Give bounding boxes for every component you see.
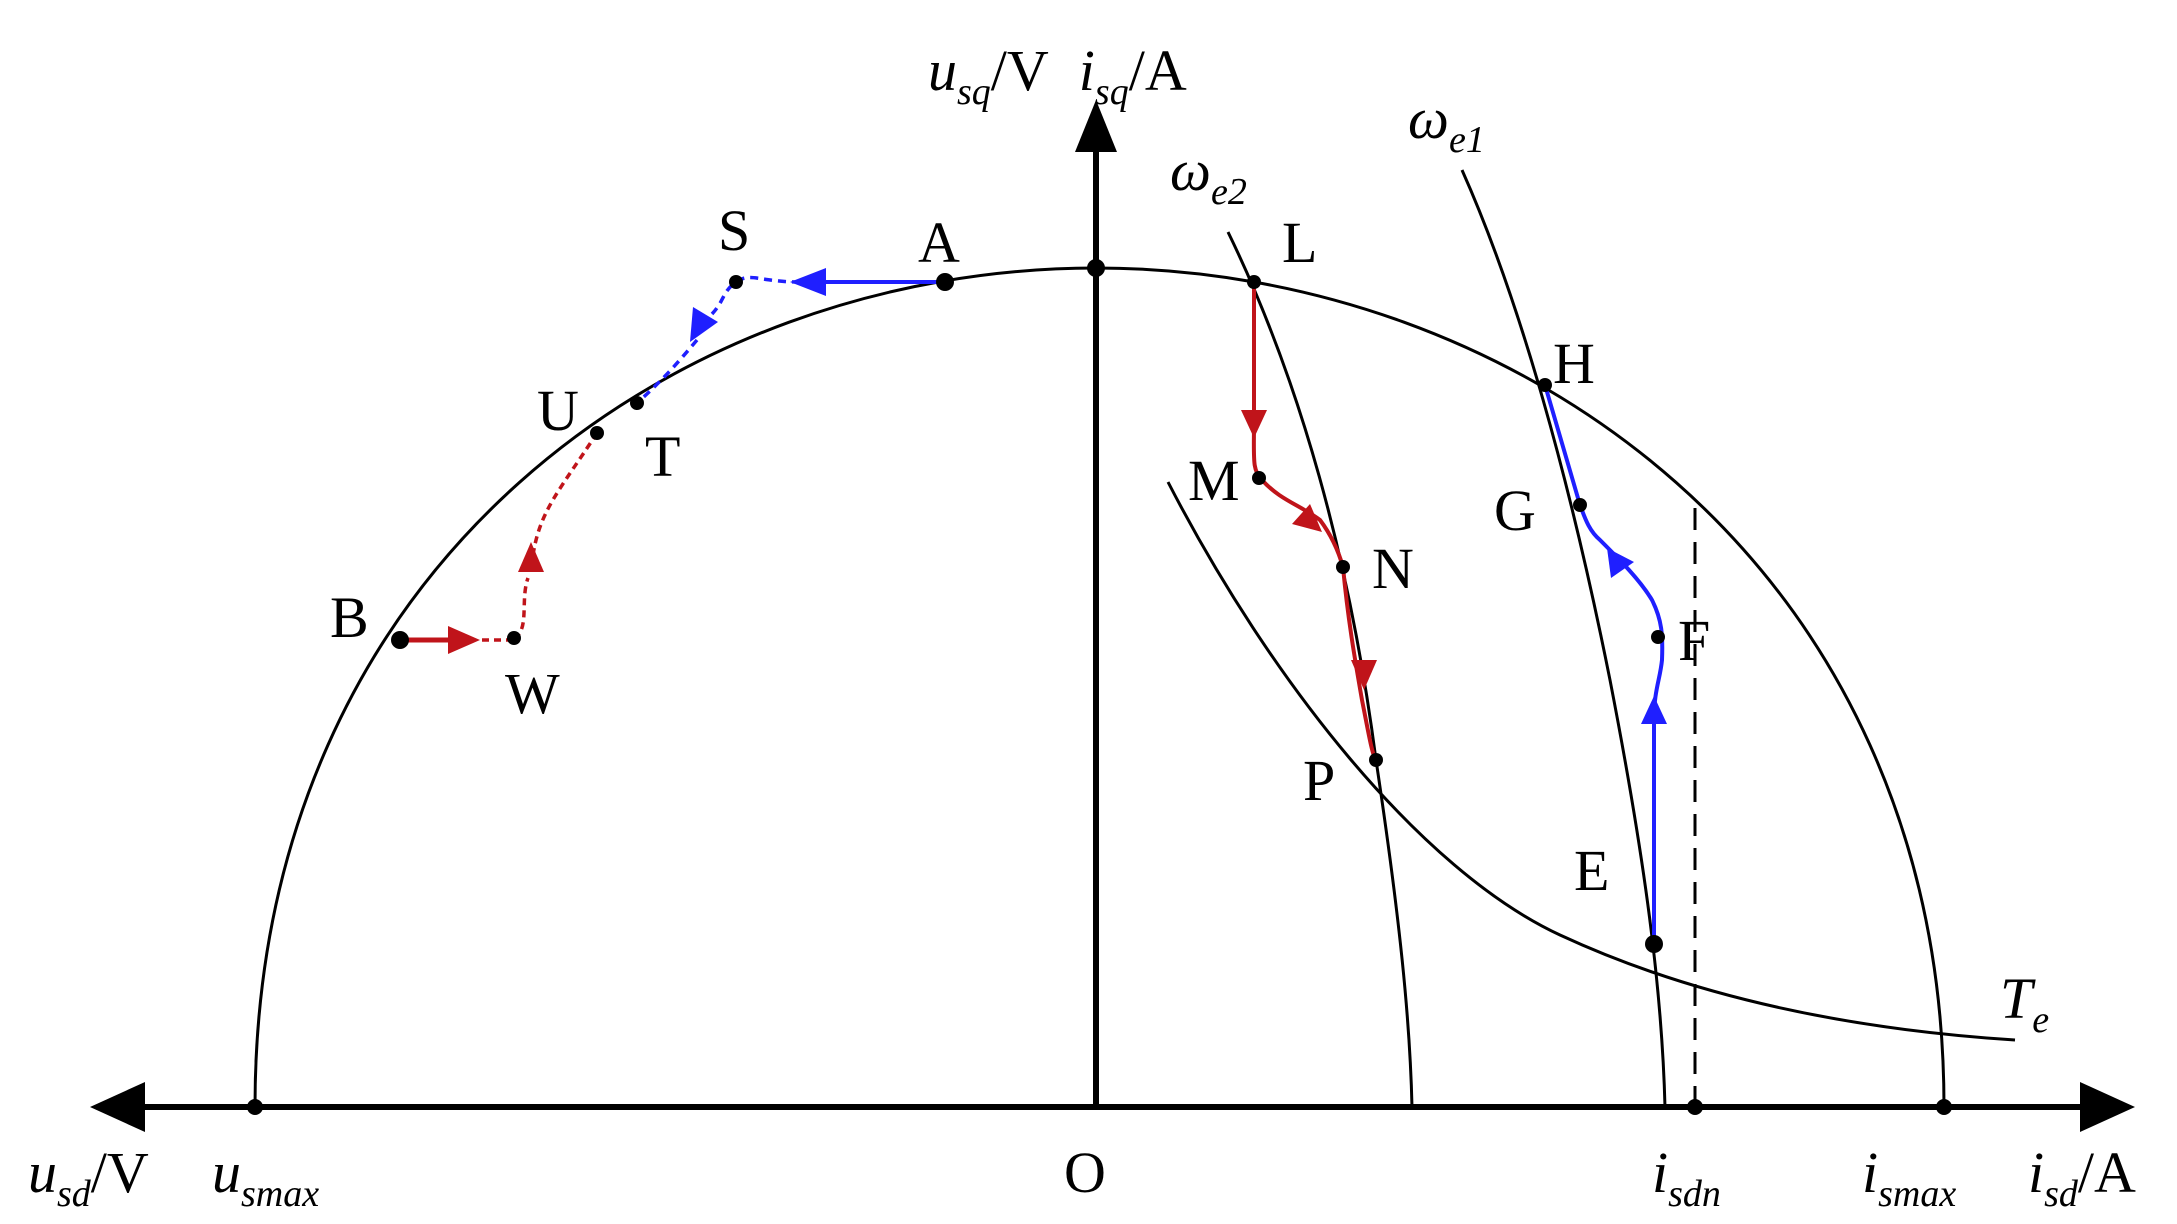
vertical-axis [1075,100,1117,1107]
label-b: B [330,585,369,650]
horizontal-axis [90,1082,2135,1132]
point-e-dot [1645,935,1663,953]
label-f: F [1678,608,1710,673]
point-m-dot [1252,471,1266,485]
point-h-dot [1538,378,1552,392]
horizontal-right-axis-label: isd/A [2028,1140,2136,1215]
label-n: N [1372,536,1414,601]
point-t-dot [630,396,644,410]
point-w-dot [507,631,521,645]
label-h: H [1553,331,1595,396]
blue-trajectory-left [635,268,945,405]
speed-curve-we2 [1226,231,1414,1108]
label-w: W [505,661,560,726]
label-l: L [1282,210,1317,275]
red-arrow-up-icon [518,542,544,572]
label-u: U [537,378,579,443]
speed-curve-we1 [1460,169,1667,1108]
tick-label-isdn: isdn [1652,1140,1721,1215]
point-l-dot [1247,275,1261,289]
tick-label-usmax: usmax [212,1140,319,1215]
point-a-dot [936,273,954,291]
horizontal-left-axis-label: usd/V [28,1140,149,1215]
red-trajectory-right [1241,282,1378,762]
label-s: S [718,198,750,263]
label-we1: ωe1 [1408,86,1485,161]
point-ismax-dot [1936,1099,1952,1115]
point-dots [247,259,1952,1115]
point-labels: A S T U B W L M N P H G F E O [330,198,1710,1205]
point-f-dot [1651,630,1665,644]
blue-arrow-up-icon [1641,696,1667,724]
axis-arrow-up-icon [1075,100,1117,152]
red-arrow-down-icon [1241,410,1267,438]
blue-arrow-left-icon [790,268,826,296]
label-a: A [918,210,960,275]
blue-arrow-down-icon [690,307,718,342]
torque-curve-te [1166,481,2016,1042]
red-trajectory-left [400,432,599,654]
point-isdn-dot [1687,1099,1703,1115]
point-usmax-dot [247,1099,263,1115]
axis-arrow-right-icon [2080,1082,2135,1132]
point-g-dot [1573,498,1587,512]
label-origin: O [1064,1140,1106,1205]
point-p-dot [1369,753,1383,767]
point-s-dot [729,275,743,289]
label-m: M [1188,448,1240,513]
blue-arrow-upleft-icon [1607,548,1634,578]
curve-labels: ωe1 ωe2 Te [1170,86,2049,1041]
label-t: T [645,424,680,489]
label-g: G [1494,478,1536,543]
tick-label-ismax: ismax [1862,1140,1956,1215]
red-arrow-right-icon [448,626,480,654]
point-n-dot [1336,560,1350,574]
label-we2: ωe2 [1170,138,1247,213]
label-p: P [1303,748,1335,813]
point-axis-top-dot [1087,259,1105,277]
red-arrow-right-down-icon [1292,504,1322,532]
blue-trajectory-right [1543,384,1667,944]
red-arrow-down2-icon [1351,660,1377,690]
point-u-dot [590,426,604,440]
label-e: E [1574,838,1609,903]
axis-arrow-left-icon [90,1082,145,1132]
label-te: Te [2000,966,2049,1041]
point-b-dot [391,631,409,649]
